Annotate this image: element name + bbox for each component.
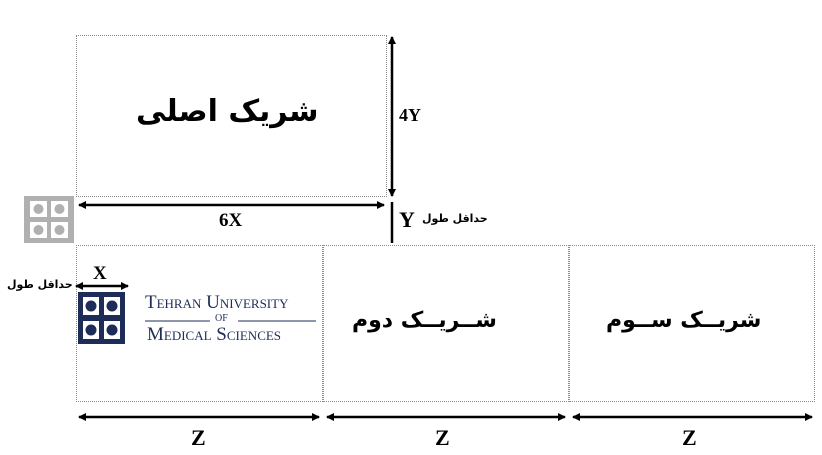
logo-line1: Tehran University bbox=[145, 292, 289, 313]
gap-y-label: Y bbox=[399, 207, 415, 232]
tums-emblem-icon bbox=[78, 292, 125, 344]
third-partner-label: شریــک ســوم bbox=[606, 308, 762, 333]
logo-line2: Medical Sciences bbox=[147, 324, 282, 345]
min-length-top-note: حداقل طول bbox=[422, 212, 488, 225]
z2-label: Z bbox=[435, 425, 450, 450]
logo-area-box bbox=[76, 245, 323, 402]
second-partner-box bbox=[323, 245, 569, 402]
logo-line-of: of bbox=[215, 313, 228, 324]
ghost-logo-icon bbox=[24, 196, 74, 243]
z1-label: Z bbox=[191, 425, 206, 450]
height-4y-label: 4Y bbox=[399, 105, 421, 125]
logo-x-label: X bbox=[93, 263, 107, 284]
main-partner-label: شریک اصلی bbox=[136, 94, 319, 129]
min-length-left-note: حداقل طول bbox=[7, 278, 73, 291]
z3-label: Z bbox=[682, 425, 697, 450]
second-partner-label: شــریــک دوم bbox=[352, 308, 497, 333]
width-6x-label: 6X bbox=[219, 210, 243, 231]
third-partner-box bbox=[569, 245, 815, 402]
main-partner-box bbox=[76, 35, 387, 197]
